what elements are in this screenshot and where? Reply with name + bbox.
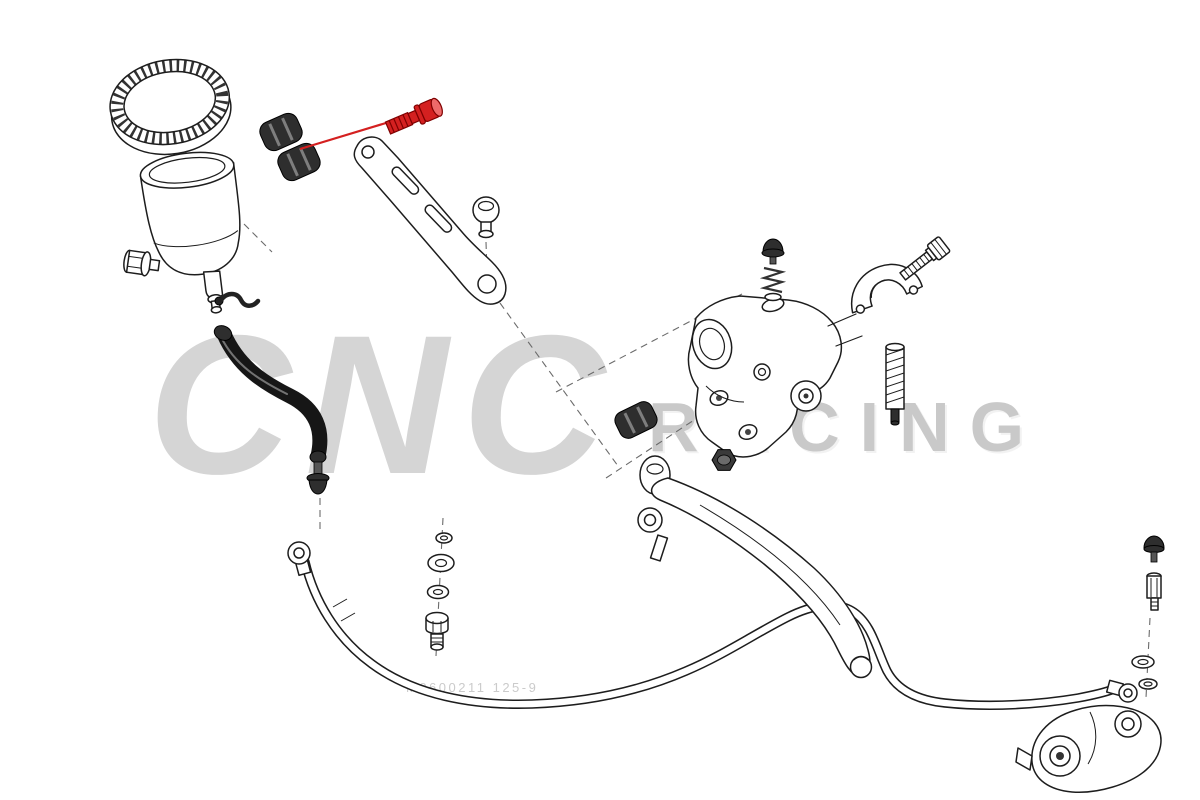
- reservoir-cap: [109, 58, 232, 156]
- rubber-spacer-2: [277, 142, 321, 182]
- reservoir-hose: [213, 325, 328, 464]
- fluid-reservoir: [139, 151, 241, 314]
- clamp-bolt: [899, 236, 951, 281]
- rubber-spacer-1: [259, 112, 303, 152]
- banjo-washer-stack: [425, 532, 455, 651]
- clutch-lever: [637, 455, 873, 679]
- hose-fitting-screw: [306, 461, 330, 495]
- master-cylinder-body: [687, 295, 863, 458]
- highlighted-mounting-screw: [384, 97, 443, 135]
- reservoir-mount-bolt: [123, 249, 161, 277]
- alignment-dashed-lines: [243, 223, 1151, 699]
- rubber-spacer-3: [614, 401, 658, 439]
- hose-end-banjo: [1105, 679, 1138, 703]
- rubber-bumper: [472, 196, 500, 239]
- spring-pin: [885, 342, 905, 426]
- retaining-clip: [214, 291, 261, 308]
- dome-nut-and-spring: [759, 238, 787, 302]
- slave-washers: [1131, 655, 1158, 690]
- mounting-bracket: [353, 136, 507, 305]
- hex-nut: [711, 449, 737, 471]
- slave-cylinder: [1015, 704, 1162, 793]
- clutch-hose: [287, 541, 1119, 711]
- bleed-screw: [1143, 535, 1165, 611]
